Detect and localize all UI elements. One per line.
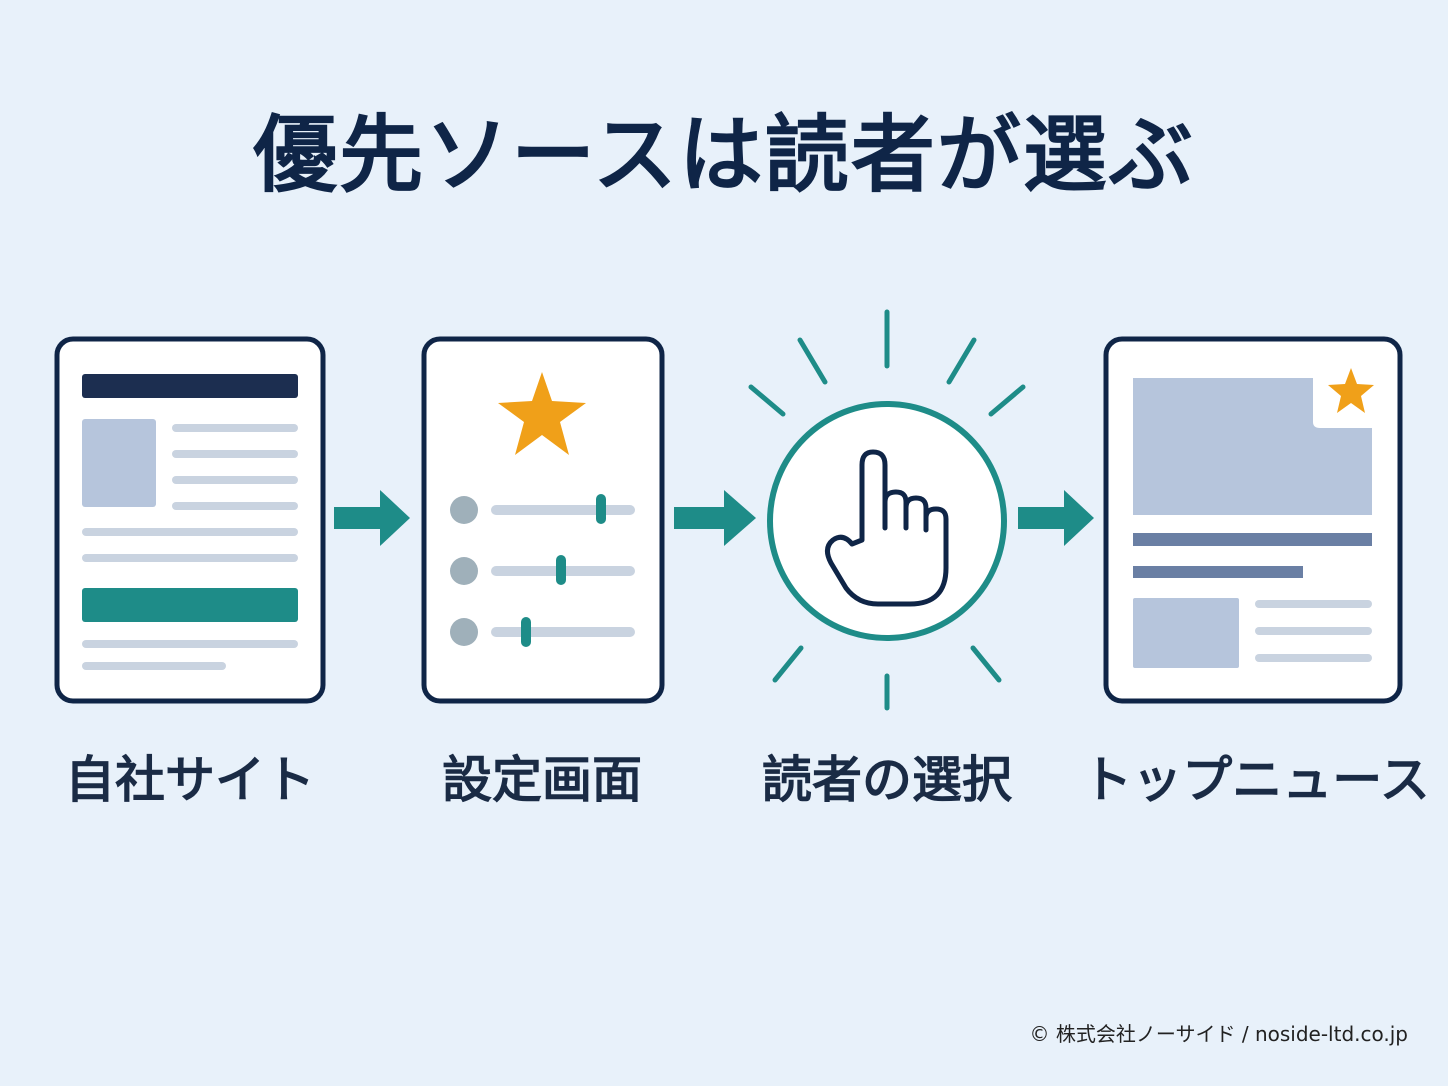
- page-title: 優先ソースは読者が選ぶ: [253, 106, 1195, 204]
- copyright-notice: © 株式会社ノーサイド / noside-ltd.co.jp: [1029, 1022, 1408, 1046]
- website-document-icon: [54, 336, 326, 704]
- hand-pointer-icon: [748, 309, 1026, 711]
- step-label-settings: 設定画面: [442, 751, 642, 809]
- step-label-reader-choice: 読者の選択: [762, 751, 1012, 809]
- arrow-1: [334, 490, 410, 546]
- top-news-icon: [1103, 336, 1403, 704]
- star-icon: [1328, 368, 1374, 413]
- step-label-top-news: トップニュース: [1082, 751, 1430, 809]
- arrow-2: [674, 490, 756, 546]
- step-label-own-site: 自社サイト: [65, 751, 315, 809]
- settings-sliders-icon: [421, 336, 665, 704]
- arrow-3: [1018, 490, 1094, 546]
- star-icon: [498, 372, 586, 455]
